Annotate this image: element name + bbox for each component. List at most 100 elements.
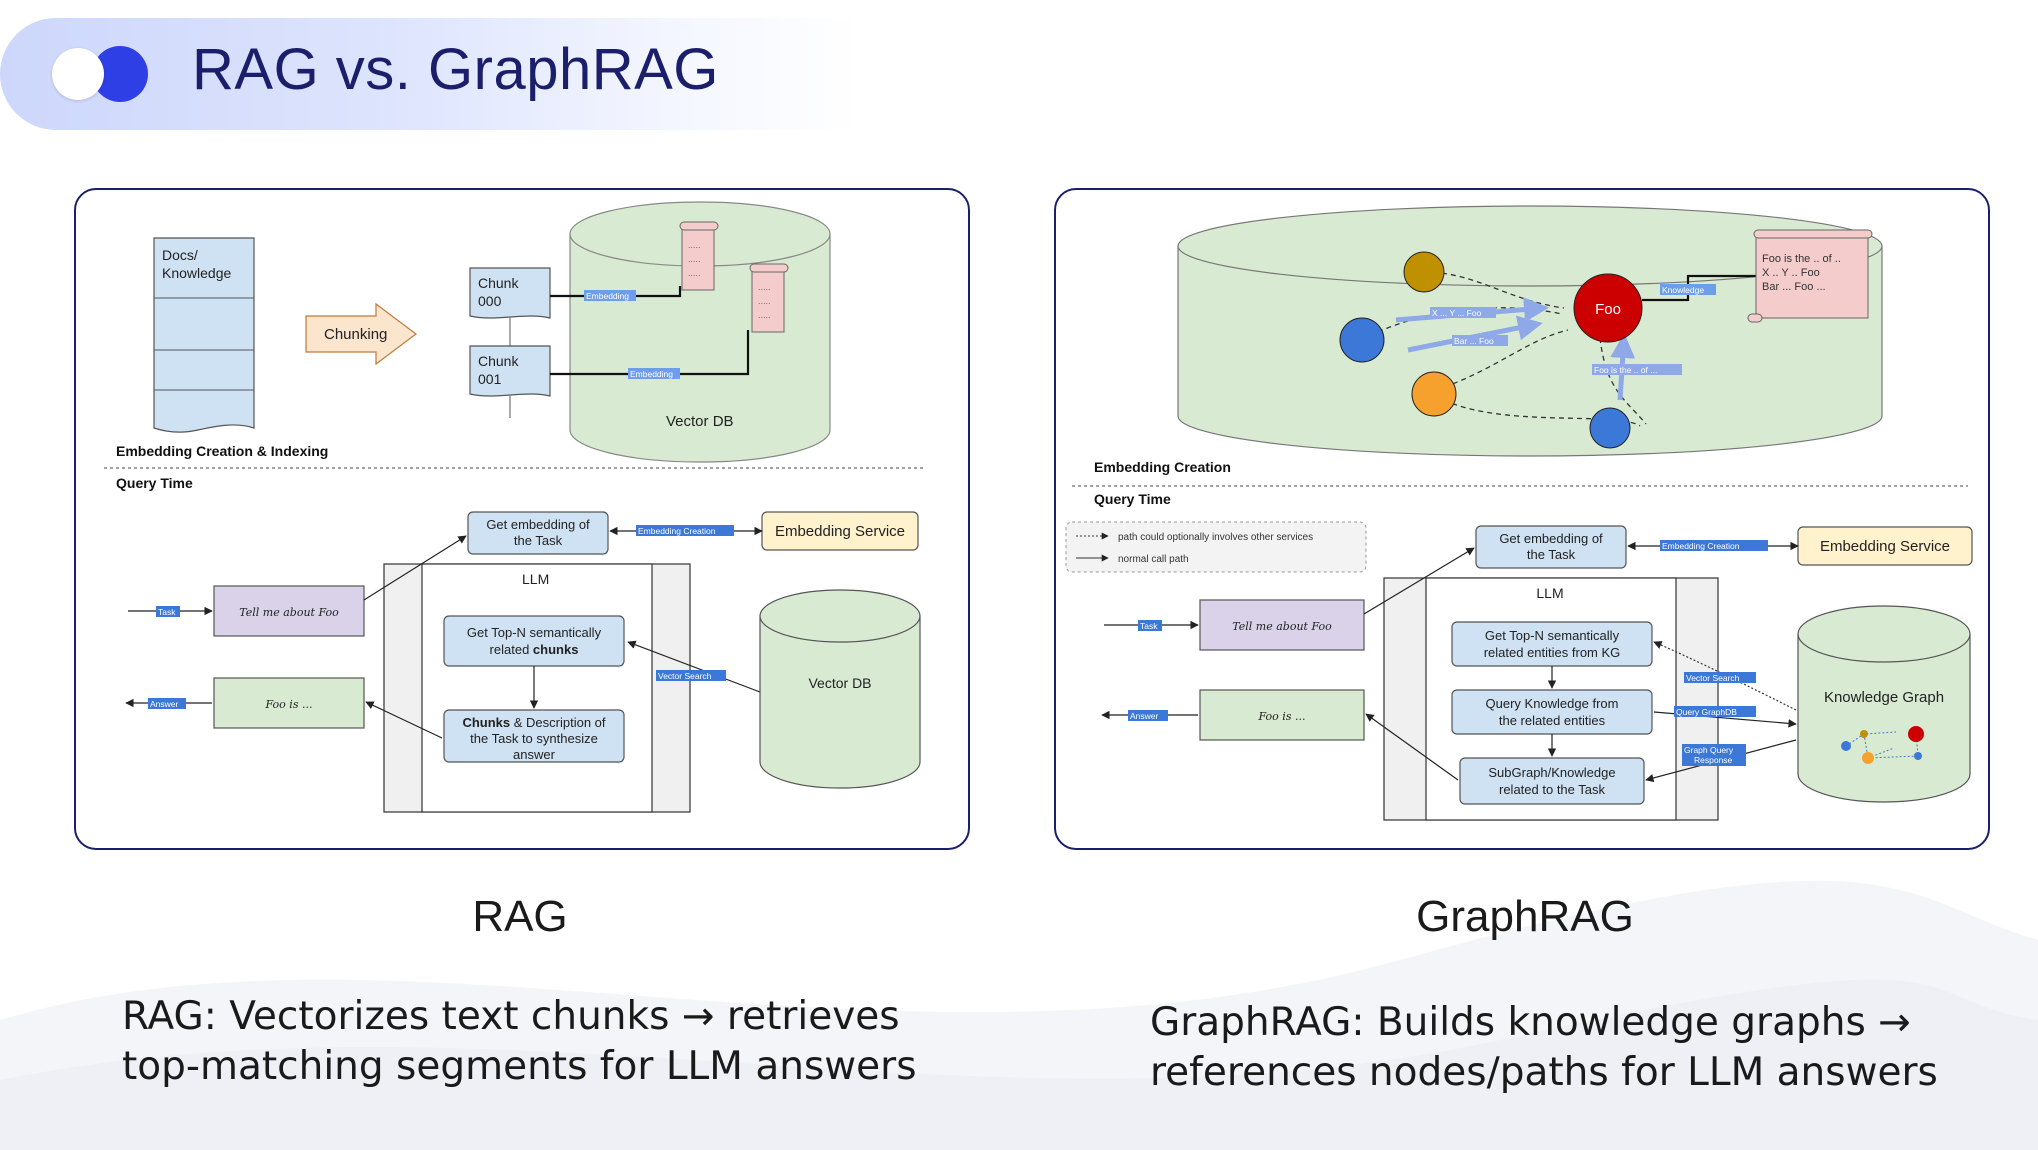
svg-text:Chunk: Chunk bbox=[478, 275, 519, 291]
svg-text:.....: ..... bbox=[758, 310, 771, 320]
svg-text:Response: Response bbox=[1694, 755, 1733, 765]
svg-text:Vector Search: Vector Search bbox=[1686, 673, 1740, 683]
svg-text:Graph Query: Graph Query bbox=[1684, 745, 1734, 755]
svg-text:Knowledge: Knowledge bbox=[1662, 285, 1704, 295]
graph-answer-output: Foo is ... Answer bbox=[1101, 689, 1459, 781]
svg-text:Chunk: Chunk bbox=[478, 353, 519, 369]
path-arrows: X ... Y ... Foo Bar ... Foo Foo is the .… bbox=[1395, 297, 1682, 401]
svg-text:Foo is the .. of ..: Foo is the .. of .. bbox=[1762, 253, 1841, 265]
svg-text:Tell me about Foo: Tell me about Foo bbox=[1232, 620, 1332, 633]
task-input: Tell me about Foo Task bbox=[128, 535, 467, 637]
toggle-icon bbox=[52, 46, 148, 102]
graphrag-diagram-panel: X ... Y ... Foo Bar ... Foo Foo is the .… bbox=[1054, 188, 1990, 850]
graphrag-diagram: X ... Y ... Foo Bar ... Foo Foo is the .… bbox=[1065, 205, 1973, 821]
knowledge-connector: Knowledge bbox=[1642, 274, 1758, 302]
svg-text:Embedding Service: Embedding Service bbox=[775, 523, 905, 540]
svg-text:Vector DB: Vector DB bbox=[808, 675, 871, 691]
svg-text:Task: Task bbox=[1140, 621, 1158, 631]
synthesize-answer-box: Chunks & Description of the Task to synt… bbox=[443, 709, 625, 763]
graph-node-blue-bottom bbox=[1589, 407, 1631, 449]
graphrag-caption: GraphRAG bbox=[1416, 892, 1634, 941]
llm-container: LLM bbox=[383, 563, 691, 813]
svg-text:Get Top-N semantically: Get Top-N semantically bbox=[467, 625, 602, 640]
svg-text:Embedding Service: Embedding Service bbox=[1820, 538, 1950, 555]
svg-text:Embedding Creation: Embedding Creation bbox=[638, 526, 716, 536]
svg-text:.....: ..... bbox=[688, 254, 701, 264]
svg-text:Task: Task bbox=[158, 607, 176, 617]
svg-text:.....: ..... bbox=[688, 268, 701, 278]
svg-text:related chunks: related chunks bbox=[490, 642, 579, 657]
svg-text:000: 000 bbox=[478, 293, 502, 309]
chunk-000: Chunk 000 bbox=[469, 267, 551, 350]
svg-text:related to the Task: related to the Task bbox=[1499, 782, 1605, 797]
svg-text:related entities from KG: related entities from KG bbox=[1484, 645, 1621, 660]
chunking-arrow: Chunking bbox=[305, 302, 417, 366]
top-n-entities-box: Get Top-N semantically related entities … bbox=[1451, 621, 1653, 667]
graphrag-description: GraphRAG: Builds knowledge graphs → refe… bbox=[1150, 1000, 1938, 1095]
svg-text:Embedding: Embedding bbox=[586, 291, 629, 301]
svg-text:Foo is ...: Foo is ... bbox=[265, 698, 313, 711]
answer-output: Foo is ... Answer bbox=[125, 677, 443, 739]
graph-node-foo bbox=[1573, 273, 1643, 343]
svg-text:answer: answer bbox=[513, 747, 556, 762]
svg-text:Answer: Answer bbox=[150, 699, 179, 709]
svg-text:LLM: LLM bbox=[1536, 585, 1563, 601]
svg-text:Knowledge: Knowledge bbox=[162, 265, 231, 281]
svg-text:.....: ..... bbox=[688, 240, 701, 250]
vector-db-query: Vector DB bbox=[759, 589, 921, 789]
embedding-scroll-2: ..... ..... ..... bbox=[749, 263, 789, 333]
embedding-connector-000: Embedding bbox=[550, 286, 682, 301]
query-knowledge-box: Query Knowledge from the related entitie… bbox=[1451, 689, 1653, 735]
svg-text:the Task: the Task bbox=[1527, 547, 1576, 562]
svg-text:SubGraph/Knowledge: SubGraph/Knowledge bbox=[1488, 765, 1615, 780]
top-n-chunks-box: Get Top-N semantically related chunks bbox=[443, 615, 625, 667]
svg-text:Embedding: Embedding bbox=[630, 369, 673, 379]
svg-text:X .. Y .. Foo: X .. Y .. Foo bbox=[1762, 267, 1820, 279]
rag-diagram-panel: Docs/ Knowledge Chunking Chunk 000 Chunk… bbox=[74, 188, 970, 850]
embedding-scroll-1: ..... ..... ..... bbox=[679, 221, 719, 291]
svg-text:the Task: the Task bbox=[514, 533, 563, 548]
svg-text:Query GraphDB: Query GraphDB bbox=[1676, 707, 1737, 717]
section-query-time: Query Time bbox=[116, 475, 193, 491]
get-embedding-box: Get embedding of the Task bbox=[467, 511, 609, 555]
knowledge-graph-db: Knowledge Graph bbox=[1797, 605, 1971, 803]
graph-embedding-service-box: Embedding Service bbox=[1797, 526, 1973, 566]
svg-text:Docs/: Docs/ bbox=[162, 247, 198, 263]
graph-node-orange bbox=[1411, 371, 1457, 417]
graph-node-gold bbox=[1403, 251, 1445, 293]
svg-text:Knowledge Graph: Knowledge Graph bbox=[1824, 689, 1944, 706]
svg-text:Get Top-N semantically: Get Top-N semantically bbox=[1485, 628, 1620, 643]
graph-node-blue-left bbox=[1339, 317, 1385, 363]
svg-text:Chunks & Description of: Chunks & Description of bbox=[462, 715, 605, 730]
rag-diagram: Docs/ Knowledge Chunking Chunk 000 Chunk… bbox=[104, 201, 924, 813]
graph-db-cylinder bbox=[1177, 205, 1883, 457]
graph-node-foo-label: Foo bbox=[1595, 301, 1621, 318]
section-embedding-indexing: Embedding Creation & Indexing bbox=[116, 443, 328, 459]
svg-text:Foo is the .. of ...: Foo is the .. of ... bbox=[1594, 365, 1657, 375]
embedding-creation-connector: Embedding Creation bbox=[609, 525, 763, 536]
svg-text:Chunking: Chunking bbox=[324, 326, 387, 343]
svg-text:Query Knowledge from: Query Knowledge from bbox=[1486, 696, 1619, 711]
graph-section-embedding-creation: Embedding Creation bbox=[1094, 459, 1231, 475]
svg-text:Vector Search: Vector Search bbox=[658, 671, 712, 681]
svg-text:.....: ..... bbox=[758, 296, 771, 306]
kg-connectors: Vector Search Query GraphDB Graph Query … bbox=[1645, 641, 1797, 783]
svg-text:path could optionally involves: path could optionally involves other ser… bbox=[1118, 532, 1313, 543]
svg-text:the related entities: the related entities bbox=[1499, 713, 1606, 728]
svg-text:Embedding Creation: Embedding Creation bbox=[1662, 541, 1740, 551]
svg-text:X ... Y ... Foo: X ... Y ... Foo bbox=[1432, 308, 1482, 318]
legend: path could optionally involves other ser… bbox=[1065, 521, 1367, 573]
rag-caption: RAG bbox=[472, 892, 568, 941]
svg-text:Bar ... Foo ...: Bar ... Foo ... bbox=[1762, 281, 1826, 293]
svg-text:Get embedding of: Get embedding of bbox=[1499, 531, 1603, 546]
vector-search-connector: Vector Search bbox=[627, 640, 761, 693]
svg-text:Bar ... Foo: Bar ... Foo bbox=[1454, 336, 1494, 346]
rag-description: RAG: Vectorizes text chunks → retrieves … bbox=[122, 994, 917, 1089]
svg-text:Vector DB: Vector DB bbox=[666, 413, 734, 430]
chunk-001: Chunk 001 bbox=[469, 345, 551, 418]
svg-text:the Task to synthesize: the Task to synthesize bbox=[470, 731, 598, 746]
embedding-service-box: Embedding Service bbox=[761, 511, 919, 551]
graph-get-embedding-box: Get embedding of the Task bbox=[1475, 525, 1627, 569]
page-title: RAG vs. GraphRAG bbox=[192, 37, 719, 102]
subgraph-box: SubGraph/Knowledge related to the Task bbox=[1459, 757, 1645, 805]
